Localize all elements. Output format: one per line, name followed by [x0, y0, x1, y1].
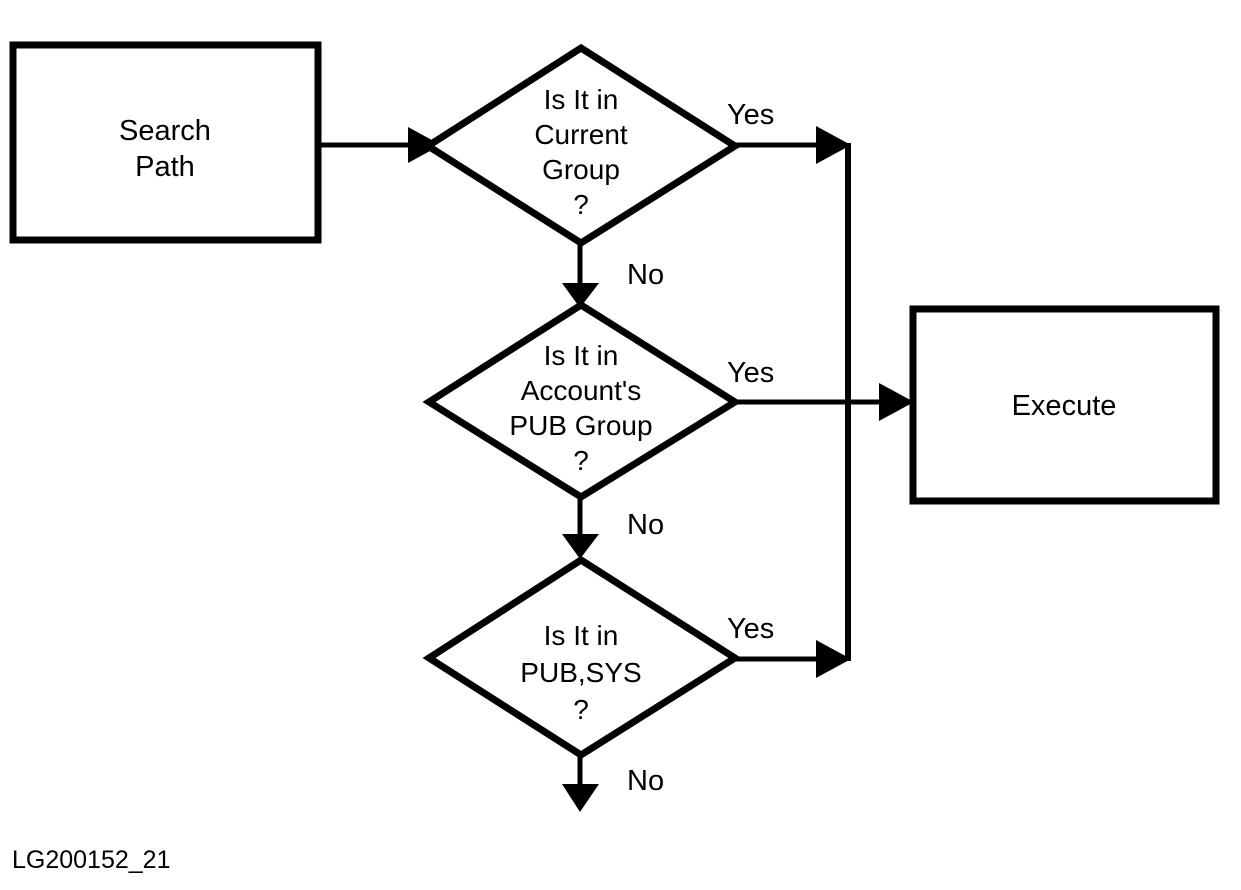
decision1-label-line2: Current [534, 119, 628, 150]
edge-d1no-arrowhead [562, 283, 599, 308]
edge-decision2-yes: Yes [727, 357, 914, 421]
decision3-label-line2: PUB,SYS [520, 657, 641, 688]
edge-searchpath-to-decision1 [318, 127, 441, 163]
node-search-path[interactable]: Search Path [9, 41, 322, 244]
decision1-label-line3: Group [542, 154, 620, 185]
decision2-label-line4: ? [573, 445, 589, 476]
edge-decision2-no: No [562, 497, 664, 559]
node-decision-account-pub-group[interactable]: Is It in Account's PUB Group ? [422, 300, 742, 502]
decision2-label-line2: Account's [521, 375, 642, 406]
edge-decision1-yes: Yes [727, 99, 851, 164]
decision1-label-line1: Is It in [544, 84, 619, 115]
search-path-label-line1: Search [119, 115, 211, 147]
decision3-label-line1: Is It in [544, 620, 619, 651]
edge-d2no-arrowhead [562, 534, 599, 559]
edge-decision3-yes: Yes [727, 613, 851, 678]
decision1-label-line4: ? [573, 189, 589, 220]
edge-d3yes-arrowhead [816, 640, 851, 678]
edge-label-d3-yes: Yes [727, 613, 774, 645]
decision2-label-line1: Is It in [544, 340, 619, 371]
search-path-label-line2: Path [135, 151, 195, 183]
edge-decision1-no: No [562, 243, 664, 308]
node-decision-pub-sys[interactable]: Is It in PUB,SYS ? [422, 555, 742, 760]
edge-label-d2-yes: Yes [727, 357, 774, 389]
node-decision-current-group[interactable]: Is It in Current Group ? [421, 43, 742, 248]
decision2-label-line3: PUB Group [509, 410, 652, 441]
decision3-label-line3: ? [573, 694, 589, 725]
edge-label-d3-no: No [627, 765, 664, 797]
node-execute[interactable]: Execute [909, 305, 1220, 505]
edge-d3no-arrowhead [562, 784, 599, 812]
search-path-box[interactable] [9, 41, 322, 244]
edge-label-d1-no: No [627, 259, 664, 291]
edge-d2yes-arrowhead [879, 383, 914, 421]
edge-label-d1-yes: Yes [727, 99, 774, 131]
edge-decision3-no: No [562, 755, 664, 812]
edge-label-d2-no: No [627, 509, 664, 541]
edge-d1yes-arrowhead [816, 126, 851, 164]
figure-caption: LG200152_21 [12, 846, 170, 874]
execute-label: Execute [1012, 390, 1117, 422]
execute-box[interactable] [909, 305, 1220, 505]
